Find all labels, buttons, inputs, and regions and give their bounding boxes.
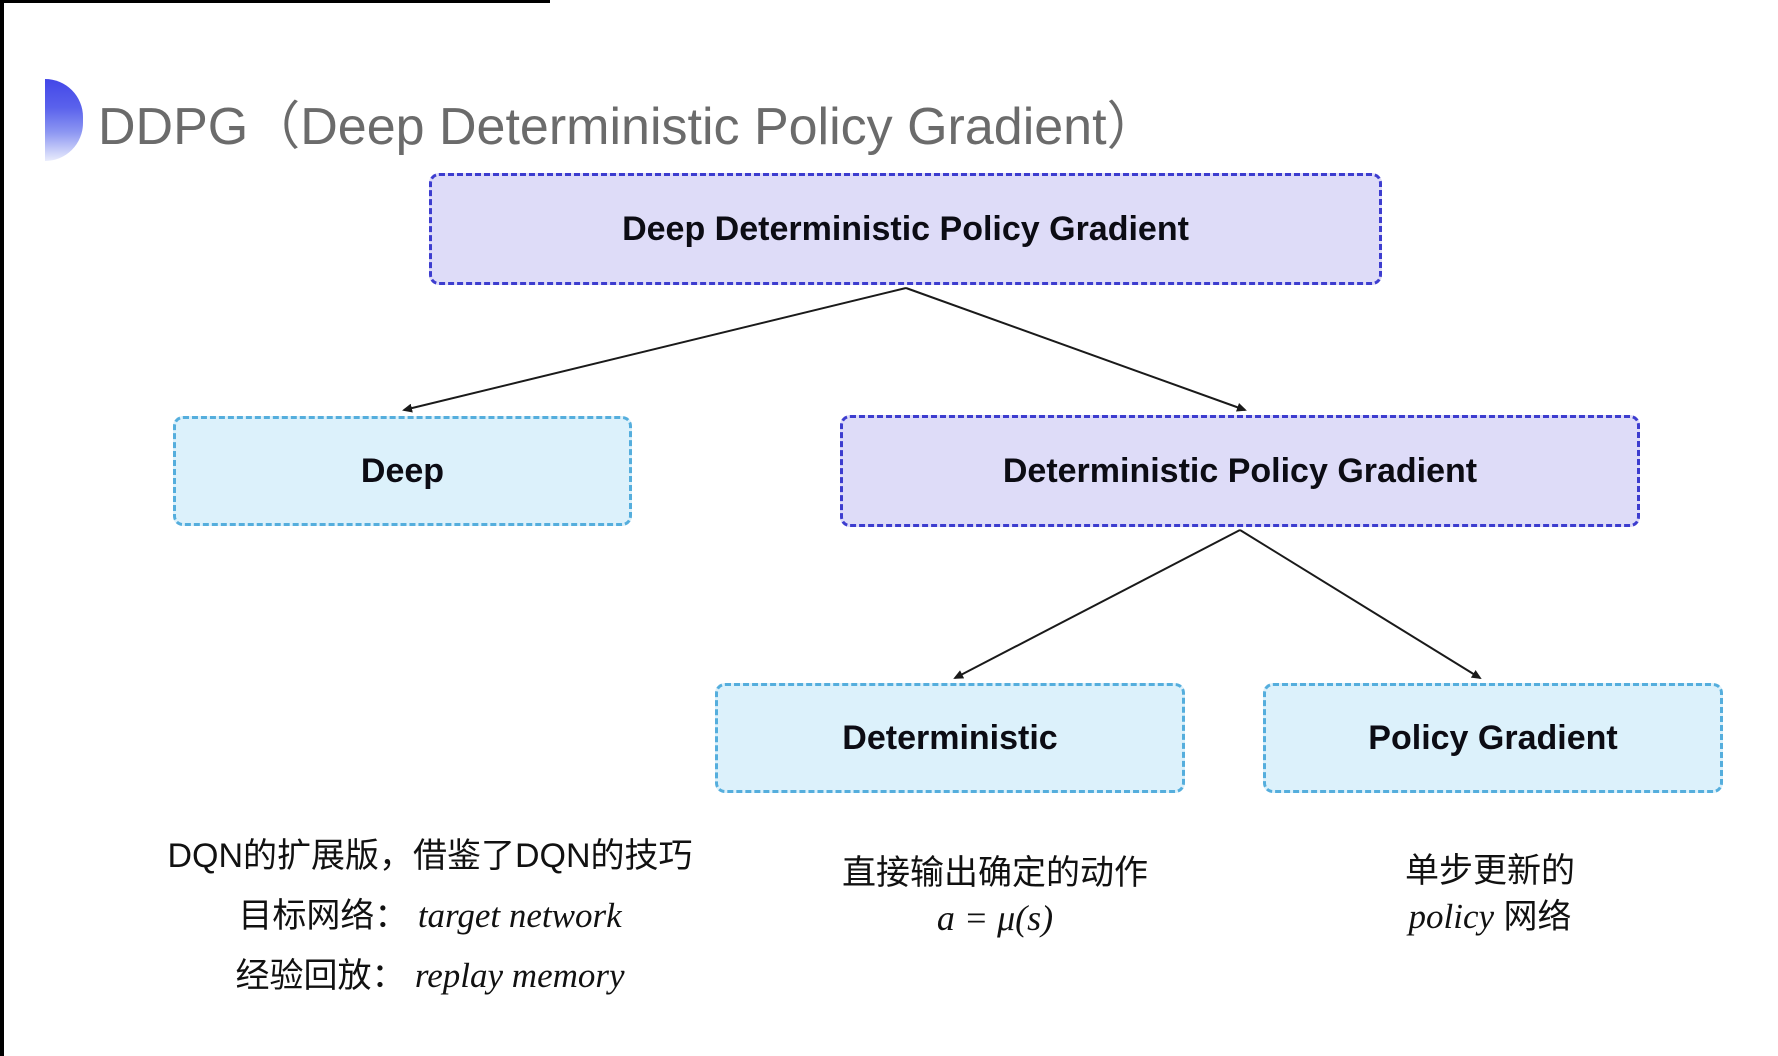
- node-deep: Deep: [173, 416, 632, 526]
- note-deep-line3: 经验回放： replay memory: [120, 946, 740, 1006]
- note-deterministic-formula: a = μ(s): [936, 898, 1054, 938]
- node-label: Deep: [360, 451, 445, 490]
- note-deep-line2: 目标网络： target network: [120, 886, 740, 946]
- note-deep: DQN的扩展版，借鉴了DQN的技巧 目标网络： target network 经…: [120, 826, 740, 1006]
- note-policy-gradient-line2: policy 网络: [1290, 894, 1690, 940]
- note-policy-gradient: 单步更新的 policy 网络: [1290, 849, 1690, 940]
- edge-root-dpg: [905, 287, 1247, 412]
- node-label: Policy Gradient: [1368, 718, 1618, 757]
- note-policy-gradient-line1: 单步更新的: [1405, 852, 1575, 890]
- node-policy-gradient: Policy Gradient: [1263, 683, 1723, 793]
- node-label: Deterministic: [842, 718, 1058, 757]
- page-title: DDPG（Deep Deterministic Policy Gradient）: [98, 98, 1159, 156]
- note-deep-line2-term: target network: [417, 896, 622, 935]
- node-deep-deterministic-policy-gradient: Deep Deterministic Policy Gradient: [429, 173, 1382, 285]
- edge-dpg-deterministic: [953, 529, 1241, 679]
- left-edge-bar: [0, 0, 4, 1056]
- node-deterministic: Deterministic: [715, 683, 1185, 793]
- note-policy-gradient-suffix: 网络: [1494, 898, 1572, 936]
- note-deterministic: 直接输出确定的动作 a = μ(s): [795, 851, 1195, 941]
- note-deep-line3-label: 经验回放：: [235, 957, 406, 995]
- edge-root-deep: [402, 287, 907, 413]
- node-label: Deterministic Policy Gradient: [1002, 451, 1478, 490]
- note-deep-line1: DQN的扩展版，借鉴了DQN的技巧: [167, 837, 693, 875]
- note-deep-line2-label: 目标网络：: [238, 897, 409, 935]
- title-bullet-icon: [45, 79, 83, 161]
- note-policy-gradient-term: policy: [1408, 897, 1495, 936]
- note-deep-line3-term: replay memory: [414, 956, 625, 995]
- node-deterministic-policy-gradient: Deterministic Policy Gradient: [840, 415, 1640, 527]
- top-edge-bar: [0, 0, 550, 3]
- node-label: Deep Deterministic Policy Gradient: [622, 209, 1189, 248]
- note-deterministic-line1: 直接输出确定的动作: [842, 854, 1148, 892]
- edge-dpg-policy-gradient: [1239, 529, 1482, 680]
